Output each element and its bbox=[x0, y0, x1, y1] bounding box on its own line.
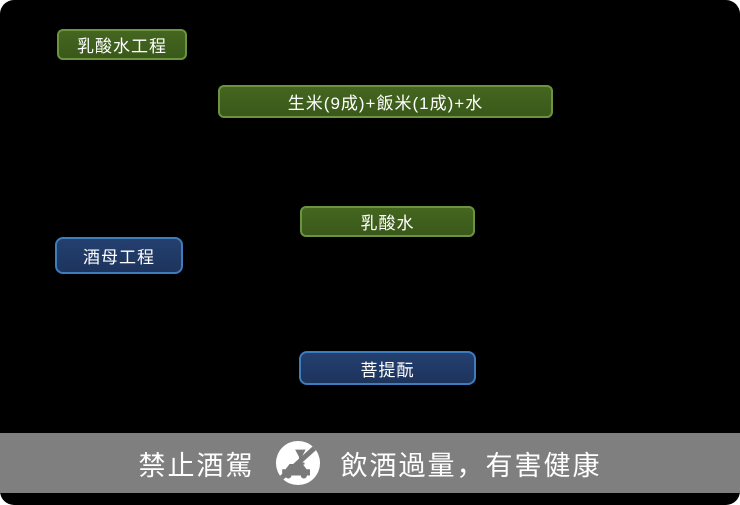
box-label: 生米(9成)+飯米(1成)+水 bbox=[287, 94, 484, 113]
no-drunk-driving-icon bbox=[275, 440, 321, 486]
health-warning-label: 飲酒過量，有害健康 bbox=[340, 450, 602, 481]
box-lactic-acid-water: 乳酸水 bbox=[300, 206, 475, 237]
alcohol-warning-banner: 禁止酒駕 飲酒過量，有害健康 bbox=[0, 433, 740, 493]
box-rice-water-ingredients: 生米(9成)+飯米(1成)+水 bbox=[218, 85, 553, 118]
box-label: 乳酸水工程 bbox=[77, 37, 167, 56]
box-bodaimoto: 菩提酛 bbox=[299, 351, 476, 385]
box-label: 乳酸水 bbox=[360, 214, 415, 233]
box-lactic-acid-water-process: 乳酸水工程 bbox=[57, 29, 187, 60]
box-yeast-mash-process: 酒母工程 bbox=[55, 237, 183, 274]
box-label: 菩提酛 bbox=[360, 360, 415, 380]
no-drunk-driving-label: 禁止酒駕 bbox=[138, 450, 255, 481]
box-label: 酒母工程 bbox=[83, 248, 155, 267]
